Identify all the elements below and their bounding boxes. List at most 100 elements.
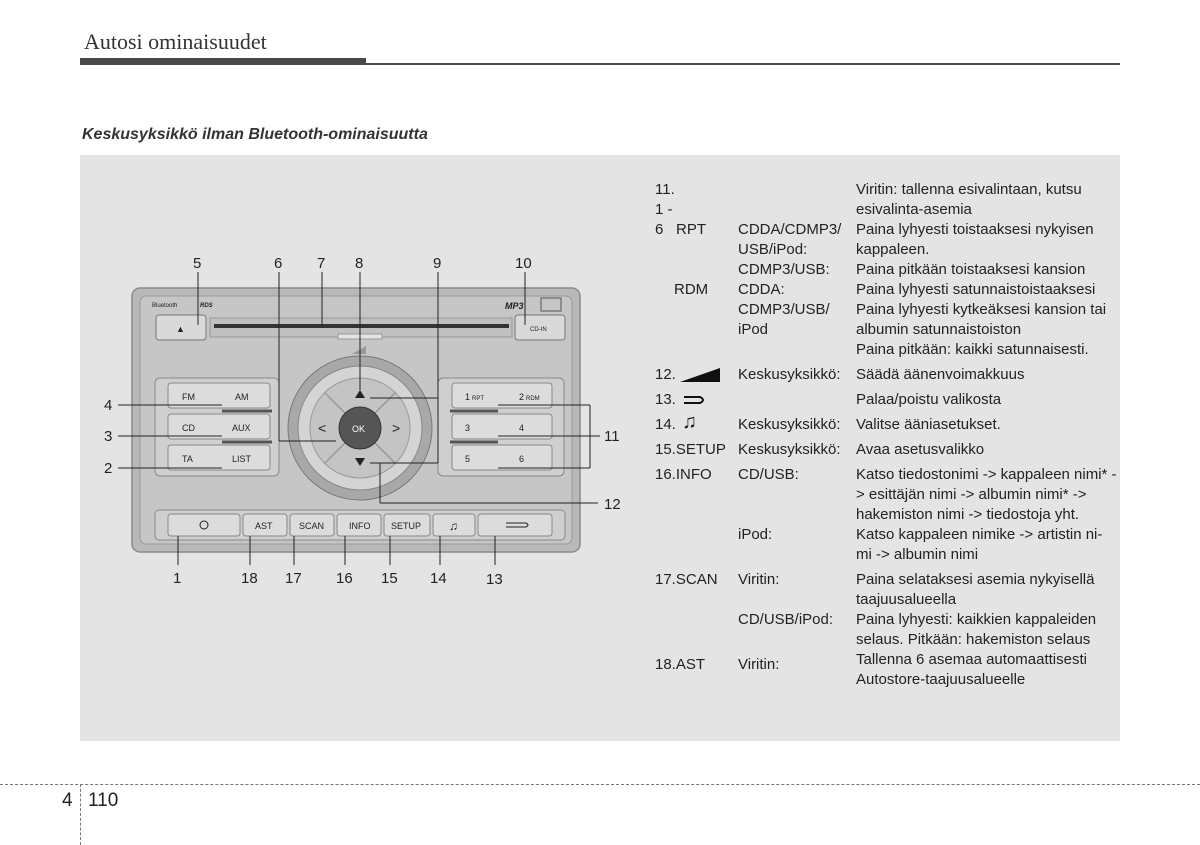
footer-vertical-divider bbox=[80, 784, 81, 845]
callout-8: 8 bbox=[355, 255, 363, 272]
scan-button bbox=[289, 513, 335, 537]
desc-text: Paina pitkään toistaaksesi kansion bbox=[856, 261, 1086, 278]
desc-text: Paina pitkään: kaikki satunnaisesti. bbox=[856, 341, 1089, 358]
desc-text: Säädä äänenvoimakkuus bbox=[856, 366, 1025, 383]
desc-key: 16.INFO bbox=[655, 466, 712, 483]
fm-label: FM bbox=[182, 392, 195, 402]
music-note-icon: ♫ bbox=[682, 411, 697, 433]
callout-14: 14 bbox=[430, 570, 447, 587]
desc-key: 11. 1 - 6 bbox=[655, 181, 675, 238]
sound-button bbox=[432, 513, 476, 537]
ast-button bbox=[242, 513, 288, 537]
desc-mode: CDDA/CDMP3/ USB/iPod: bbox=[738, 221, 842, 258]
desc-key: 17.SCAN bbox=[655, 571, 718, 588]
list-label: LIST bbox=[232, 454, 252, 464]
power-icon bbox=[199, 520, 209, 530]
cd-in-label: CD-IN bbox=[530, 327, 547, 333]
fm-am-button bbox=[167, 382, 271, 409]
info-label: INFO bbox=[349, 521, 371, 531]
desc-mode: CDMP3/USB/ iPod bbox=[738, 301, 830, 338]
preset-2-label: 2 bbox=[519, 392, 524, 402]
mp3-mark: MP3 bbox=[505, 301, 524, 311]
bluetooth-mark: Bluetooth bbox=[152, 303, 177, 309]
desc-key: 12. bbox=[655, 366, 676, 383]
callout-9: 9 bbox=[433, 255, 441, 272]
setup-button bbox=[383, 513, 431, 537]
desc-text: Tallenna 6 asemaa automaattisesti Autost… bbox=[856, 651, 1087, 688]
ta-label: TA bbox=[182, 454, 193, 464]
desc-text: Palaa/poistu valikosta bbox=[856, 391, 1002, 408]
preset-3-4-button bbox=[451, 413, 553, 440]
eject-button bbox=[155, 314, 207, 341]
header-rule-thin bbox=[366, 63, 1120, 65]
footer-divider bbox=[0, 784, 1200, 785]
callout-1: 1 bbox=[173, 570, 181, 587]
desc-mode: iPod: bbox=[738, 526, 773, 543]
preset-5-label: 5 bbox=[465, 454, 470, 464]
rds-mark: RDS bbox=[200, 303, 213, 309]
callout-11: 11 bbox=[604, 428, 620, 445]
desc-mode: Viritin: bbox=[738, 571, 780, 588]
callout-12: 12 bbox=[604, 496, 621, 513]
chapter-number: 4 bbox=[62, 790, 73, 811]
desc-key: 13. bbox=[655, 391, 676, 408]
callout-16: 16 bbox=[336, 570, 353, 587]
callout-15: 15 bbox=[381, 570, 398, 587]
callout-7: 7 bbox=[317, 255, 325, 272]
volume-icon bbox=[680, 368, 720, 382]
down-arrow-icon bbox=[355, 458, 365, 466]
aux-label: AUX bbox=[232, 423, 251, 433]
preset-1-label: 1 bbox=[465, 392, 470, 402]
callout-5: 5 bbox=[193, 255, 201, 272]
cd-slot bbox=[214, 324, 509, 328]
desc-text: Avaa asetusvalikko bbox=[856, 441, 985, 458]
cd-aux-button bbox=[167, 413, 271, 440]
page-number: 110 bbox=[88, 790, 119, 811]
desc-mode: CD/USB/iPod: bbox=[738, 611, 834, 628]
ast-label: AST bbox=[255, 521, 273, 531]
desc-mode: Keskusyksikkö: bbox=[738, 366, 841, 383]
music-note-icon: ♫ bbox=[449, 519, 458, 533]
desc-text: Paina lyhyesti kytkeäksesi kansion tai a… bbox=[856, 301, 1107, 338]
desc-text: Katso kappaleen nimike -> artistin ni- m… bbox=[856, 526, 1103, 563]
desc-key: 15.SETUP bbox=[655, 441, 726, 458]
info-button bbox=[336, 513, 382, 537]
left-arrow-icon: < bbox=[318, 420, 326, 436]
back-button bbox=[477, 513, 553, 537]
preset-3-label: 3 bbox=[465, 423, 470, 433]
volume-wedge-icon bbox=[352, 346, 366, 354]
rdm-label: RDM bbox=[526, 396, 540, 402]
power-button bbox=[167, 513, 241, 537]
header-rule-thick bbox=[80, 58, 366, 65]
right-arrow-icon: > bbox=[392, 420, 400, 436]
desc-text: Paina selataksesi asemia nykyisellä taaj… bbox=[856, 571, 1095, 608]
desc-mode: Viritin: bbox=[738, 656, 780, 673]
leader-lines bbox=[118, 272, 600, 565]
disc-logo-icon bbox=[540, 297, 562, 312]
scan-label: SCAN bbox=[299, 521, 324, 531]
ok-label: OK bbox=[352, 424, 365, 434]
page-header-title: Autosi ominaisuudet bbox=[84, 29, 267, 54]
desc-text: Viritin: tallenna esivalintaan, kutsu es… bbox=[856, 181, 1082, 218]
preset-6-label: 6 bbox=[519, 454, 524, 464]
desc-mode: CD/USB: bbox=[738, 466, 799, 483]
desc-mode: CDDA: bbox=[738, 281, 785, 298]
up-arrow-icon bbox=[355, 390, 365, 398]
desc-key: RPT bbox=[676, 221, 706, 238]
preset-1-2-button bbox=[451, 382, 553, 409]
callout-17: 17 bbox=[285, 570, 302, 587]
setup-label: SETUP bbox=[391, 521, 421, 531]
desc-key: RDM bbox=[674, 281, 709, 298]
callout-6: 6 bbox=[274, 255, 282, 272]
cd-label: CD bbox=[182, 423, 195, 433]
am-label: AM bbox=[235, 392, 249, 402]
back-icon bbox=[684, 396, 704, 404]
ok-button bbox=[338, 406, 382, 450]
callout-18: 18 bbox=[241, 570, 258, 587]
desc-text: Paina lyhyesti satunnaistoistaaksesi bbox=[856, 281, 1096, 298]
desc-text: Paina lyhyesti toistaaksesi nykyisen kap… bbox=[856, 221, 1094, 258]
preset-4-label: 4 bbox=[519, 423, 524, 433]
cd-in-indicator bbox=[514, 314, 566, 341]
callout-4: 4 bbox=[104, 397, 112, 414]
